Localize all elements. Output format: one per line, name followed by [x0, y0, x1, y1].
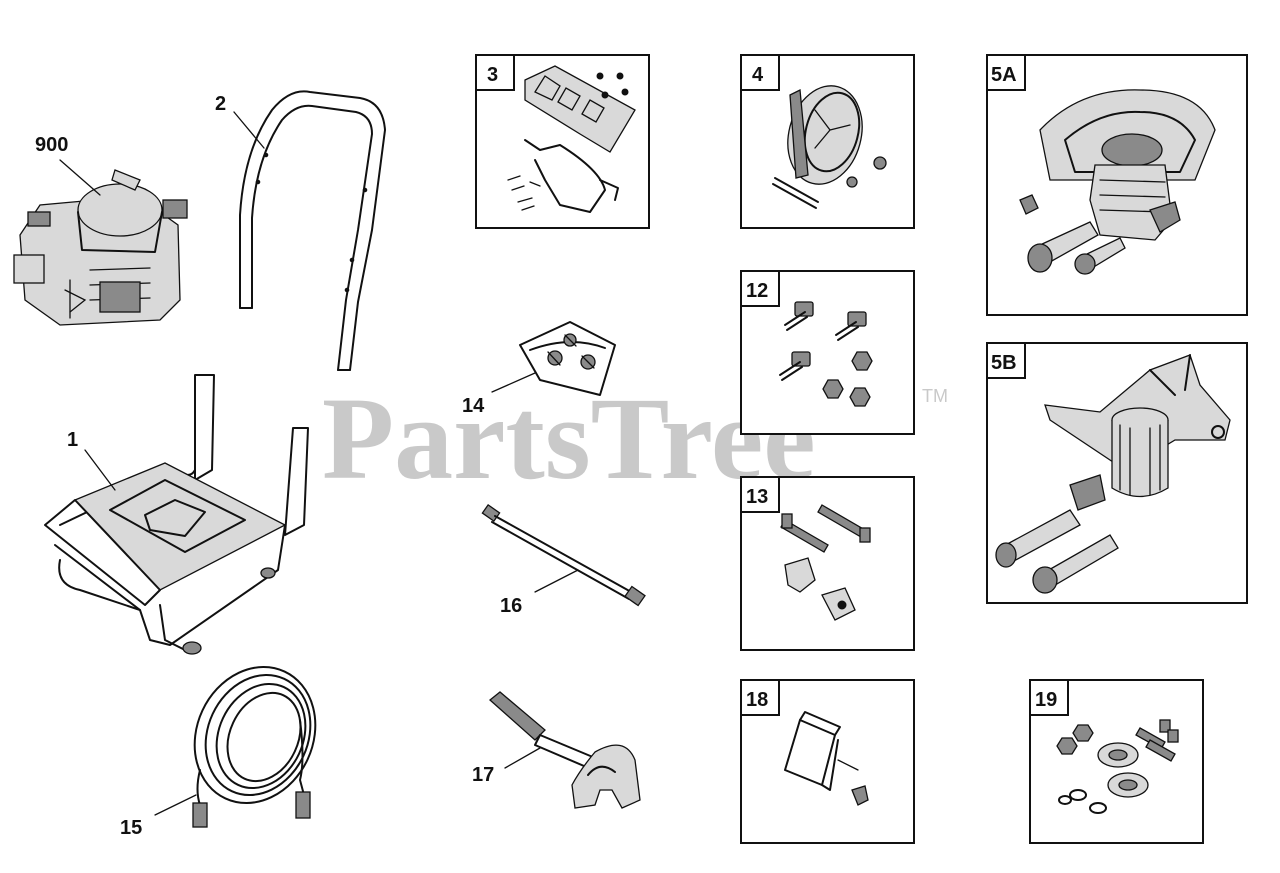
box-3-bracket-kit[interactable]: 3 [475, 54, 650, 229]
box-5b-pump[interactable]: 5B [986, 342, 1248, 604]
label-15: 15 [120, 817, 142, 839]
box-19-bearing-kit[interactable]: 19 [1029, 679, 1204, 844]
label-17: 17 [472, 764, 494, 786]
watermark-trademark: TM [922, 386, 948, 406]
label-1: 1 [67, 429, 78, 451]
label-16: 16 [500, 595, 522, 617]
label-14: 14 [462, 395, 485, 417]
watermark: PartsTree [322, 373, 816, 504]
box-13-bolt-knob-kit[interactable]: 13 [740, 476, 915, 651]
label-900: 900 [35, 134, 68, 156]
box-18-clip-kit[interactable]: 18 [740, 679, 915, 844]
label-18: 18 [746, 689, 768, 711]
part-16-wand[interactable]: 16 [481, 503, 646, 617]
label-5b: 5B [991, 352, 1017, 374]
box-4-wheel-kit[interactable]: 4 [740, 54, 915, 229]
part-15-hose[interactable]: 15 [120, 647, 337, 839]
part-2-handle[interactable]: 2 [215, 90, 386, 371]
part-17-gun[interactable]: 17 [472, 691, 641, 809]
label-13: 13 [746, 486, 768, 508]
label-19: 19 [1035, 689, 1057, 711]
part-1-frame[interactable]: 1 [44, 374, 309, 655]
label-12: 12 [746, 280, 768, 302]
label-4: 4 [752, 64, 764, 86]
label-5a: 5A [991, 64, 1017, 86]
box-5a-pump[interactable]: 5A [986, 54, 1248, 316]
label-2: 2 [215, 93, 226, 115]
label-3: 3 [487, 64, 498, 86]
part-900-engine[interactable]: 900 [13, 134, 188, 326]
box-12-bolt-nut-kit[interactable]: 12 [740, 270, 915, 435]
part-14-bag[interactable]: 14 [462, 321, 616, 417]
